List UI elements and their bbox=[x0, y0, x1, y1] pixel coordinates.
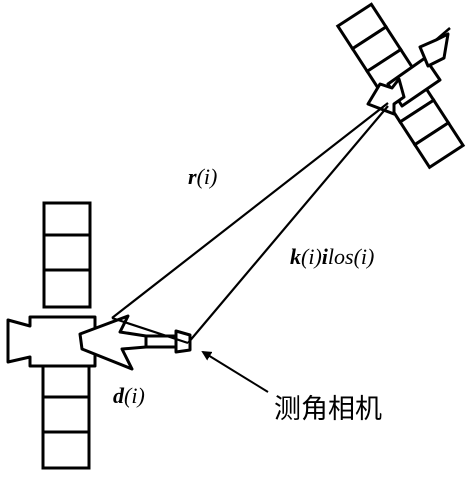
target-nose bbox=[366, 77, 406, 116]
d-vector-line bbox=[111, 316, 189, 345]
camera-pointer-arrow bbox=[201, 350, 269, 393]
d-label: d(i) bbox=[113, 383, 145, 408]
target-antenna-tip bbox=[435, 27, 451, 41]
r-label: r(i) bbox=[188, 164, 217, 189]
observer-lower-solar-panel bbox=[41, 363, 91, 470]
target-satellite bbox=[335, 2, 466, 170]
observer-satellite bbox=[6, 201, 192, 470]
camera-label: 测角相机 bbox=[274, 394, 382, 425]
k-ilos-label: k(i)ilos(i) bbox=[290, 244, 374, 269]
k-ilos-vector-line bbox=[187, 105, 389, 344]
target-antenna bbox=[418, 32, 450, 68]
vector-lines bbox=[111, 102, 389, 345]
observer-upper-solar-panel bbox=[42, 201, 92, 309]
r-vector-line bbox=[111, 102, 389, 319]
